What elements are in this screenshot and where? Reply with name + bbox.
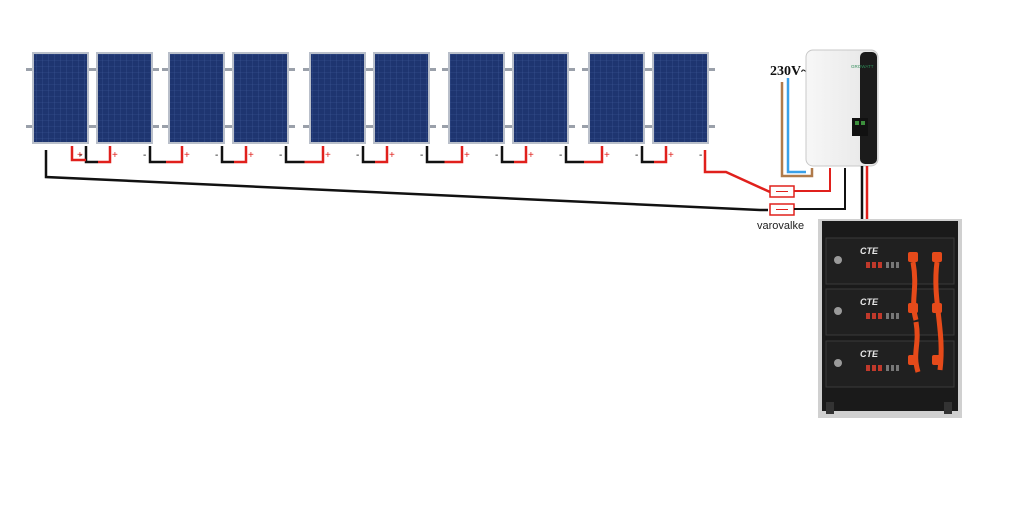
series-wire-positive — [304, 146, 325, 164]
series-wire-positive — [444, 146, 464, 164]
series-wire-negative — [84, 146, 98, 164]
series-wire-positive — [98, 146, 112, 164]
panel-plus-label: + — [112, 150, 118, 161]
solar-panel — [162, 52, 231, 144]
panel-minus-label: - — [143, 150, 146, 161]
battery-brand-mark: CTE — [860, 349, 879, 359]
positive-array-wire — [703, 150, 771, 194]
series-wire-negative — [640, 146, 654, 164]
solar-panel — [582, 52, 651, 144]
inverter-display — [852, 118, 868, 136]
series-wire-negative — [148, 146, 166, 164]
series-wire-positive — [70, 146, 86, 162]
panel-plus-label: + — [464, 150, 470, 161]
series-wire-positive — [166, 146, 184, 164]
panel-minus-label: - — [559, 150, 562, 161]
panel-plus-label: + — [604, 150, 610, 161]
battery-link-cable — [913, 321, 921, 373]
series-wire-positive — [234, 146, 248, 164]
battery-module: CTE — [825, 237, 955, 285]
series-wire-negative — [425, 146, 445, 164]
panel-plus-label: + — [77, 150, 83, 161]
fuse-to-inverter-negative — [794, 168, 846, 210]
panel-plus-label: + — [668, 150, 674, 161]
panel-minus-label: - — [279, 150, 282, 161]
series-wire-positive — [654, 146, 668, 164]
solar-panel — [442, 52, 511, 144]
negative-return-wire — [44, 150, 768, 212]
solar-panel — [26, 52, 95, 144]
battery-rack: CTE CTE CTE — [818, 219, 962, 418]
series-wire-negative — [361, 146, 375, 164]
battery-brand-mark: CTE — [860, 297, 879, 307]
panel-minus-label: - — [635, 150, 638, 161]
solar-panel — [367, 52, 436, 144]
series-wire-positive — [375, 146, 389, 164]
panel-minus-label: - — [79, 150, 82, 161]
solar-panel — [226, 52, 295, 144]
battery-link-cable — [933, 261, 944, 371]
panel-minus-label: - — [356, 150, 359, 161]
series-wire-negative — [284, 146, 305, 164]
panel-plus-label: + — [528, 150, 534, 161]
inverter-brand: GROWATT — [851, 64, 874, 69]
solar-panel — [303, 52, 372, 144]
ac-line-brown — [780, 82, 814, 178]
panel-plus-label: + — [325, 150, 331, 161]
panel-plus-label: + — [184, 150, 190, 161]
solar-panel — [90, 52, 159, 144]
inverter: GROWATT — [805, 49, 879, 167]
ac-output-label: 230V~ — [770, 64, 809, 79]
solar-panel — [646, 52, 715, 144]
solar-panel — [506, 52, 575, 144]
solar-panel-array: +-+-+-+-+-+-+-+-+-+- — [26, 52, 715, 164]
panel-minus-label: - — [495, 150, 498, 161]
battery-link-cable — [910, 261, 919, 321]
series-wire-negative — [220, 146, 234, 164]
battery-brand-mark: CTE — [860, 246, 879, 256]
panel-minus-label: - — [215, 150, 218, 161]
series-wire-negative — [564, 146, 584, 164]
battery-module: CTE — [825, 340, 955, 388]
battery-module: CTE — [825, 288, 955, 336]
series-wire-positive — [514, 146, 528, 164]
ac-line-blue — [786, 78, 806, 174]
fuse-to-inverter-positive — [794, 168, 831, 192]
series-wire-negative — [500, 146, 514, 164]
panel-minus-label: - — [420, 150, 423, 161]
panel-plus-label: + — [389, 150, 395, 161]
panel-minus-label: - — [699, 150, 702, 161]
series-wire-positive — [584, 146, 604, 164]
panel-plus-label: + — [248, 150, 254, 161]
fuse-label: varovalke — [757, 220, 804, 232]
